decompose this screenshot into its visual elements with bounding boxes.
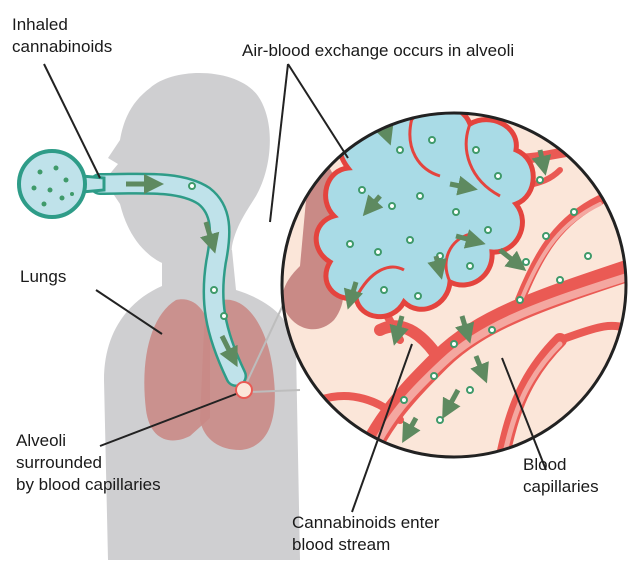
cannabinoid-particle xyxy=(543,233,549,239)
cannabinoid-particle xyxy=(401,397,407,403)
cannabinoid-particle xyxy=(359,187,365,193)
cannabinoid-particle xyxy=(347,241,353,247)
cannabinoid-particle xyxy=(377,117,383,123)
bubble-particle xyxy=(38,170,43,175)
cannabinoid-particle xyxy=(397,147,403,153)
cannabinoid-particle xyxy=(467,263,473,269)
cannabinoid-particle xyxy=(495,173,501,179)
cannabinoid-particle xyxy=(523,259,529,265)
cannabinoid-particle xyxy=(485,227,491,233)
cannabinoid-particle xyxy=(473,147,479,153)
label-line: surrounded xyxy=(16,452,161,474)
label-line: blood stream xyxy=(292,534,439,556)
leader-exchange-2 xyxy=(270,64,288,222)
label-line: Cannabinoids enter xyxy=(292,512,439,534)
cannabinoid-particle xyxy=(415,293,421,299)
cannabinoid-particle xyxy=(375,249,381,255)
cannabinoid-particle xyxy=(517,297,523,303)
cannabinoid-particle xyxy=(537,177,543,183)
label-line: Lungs xyxy=(20,266,66,288)
leader-exchange-1 xyxy=(288,64,348,158)
cannabinoid-particle xyxy=(467,387,473,393)
label-line: Alveoli xyxy=(16,430,161,452)
label-alveoli-surrounded: Alveoli surrounded by blood capillaries xyxy=(16,430,161,496)
cannabinoid-particle xyxy=(389,203,395,209)
cannabinoid-particle xyxy=(557,277,563,283)
label-line: Air-blood exchange occurs in alveoli xyxy=(242,40,514,62)
label-line: cannabinoids xyxy=(12,36,112,58)
alveolus-small xyxy=(236,382,252,398)
bubble-particle xyxy=(60,196,65,201)
label-blood-capillaries: Blood capillaries xyxy=(523,454,599,498)
label-air-blood-exchange: Air-blood exchange occurs in alveoli xyxy=(242,40,514,62)
label-line: Inhaled xyxy=(12,14,112,36)
cannabinoid-particle xyxy=(381,287,387,293)
cannabinoid-particle xyxy=(417,193,423,199)
label-line: by blood capillaries xyxy=(16,474,161,496)
bubble-particle xyxy=(64,178,69,183)
flow-arrow xyxy=(350,108,362,126)
bubble-particle xyxy=(54,166,59,171)
label-inhaled-cannabinoids: Inhaled cannabinoids xyxy=(12,14,112,58)
label-line: capillaries xyxy=(523,476,599,498)
label-lungs: Lungs xyxy=(20,266,66,288)
cannabinoid-particle xyxy=(437,417,443,423)
cannabinoid-particle xyxy=(571,209,577,215)
cannabinoid-particle xyxy=(429,137,435,143)
cannabinoid-particle xyxy=(489,327,495,333)
airway-particle xyxy=(221,313,227,319)
bubble-particle xyxy=(48,188,53,193)
bubble-particle xyxy=(42,202,47,207)
cannabinoid-particle xyxy=(407,237,413,243)
cannabinoid-particle xyxy=(453,209,459,215)
label-line: Blood xyxy=(523,454,599,476)
cannabinoid-particle xyxy=(585,253,591,259)
inhaled-bubble-circle xyxy=(19,151,85,217)
cannabinoid-particle xyxy=(451,341,457,347)
airway-particle xyxy=(189,183,195,189)
cannabinoid-particle xyxy=(431,373,437,379)
bubble-particle xyxy=(32,186,37,191)
bubble-particle xyxy=(70,192,74,196)
label-cannabinoids-enter: Cannabinoids enter blood stream xyxy=(292,512,439,556)
airway-particle xyxy=(211,287,217,293)
magnified-alveoli xyxy=(282,100,630,470)
